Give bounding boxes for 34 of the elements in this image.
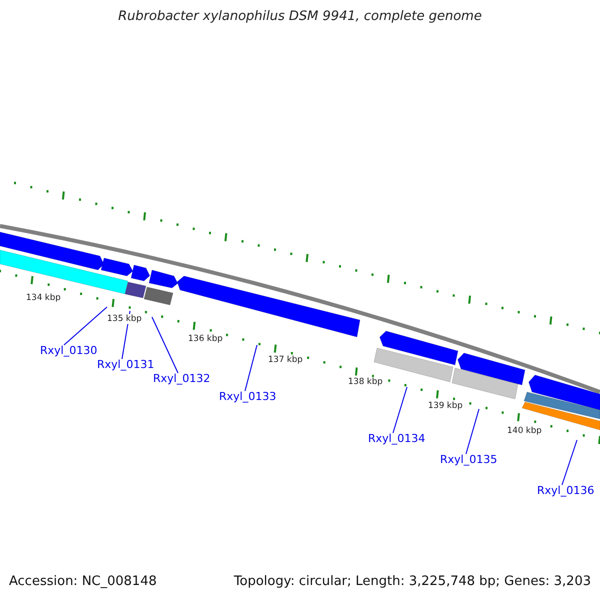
gene-feature <box>130 264 150 282</box>
scale-label: 134 kbp <box>26 293 61 303</box>
leader-line <box>562 440 578 486</box>
gene-feature <box>0 232 104 270</box>
leader-line <box>392 386 408 434</box>
leader-line <box>152 316 178 374</box>
gene-feature <box>148 270 178 288</box>
gene-label: Rxyl_0130 <box>40 344 98 357</box>
scale-label: 138 kbp <box>348 377 383 387</box>
scale-label: 135 kbp <box>107 314 142 324</box>
leader-line <box>244 344 258 392</box>
gene-label: Rxyl_0134 <box>368 432 426 445</box>
gene-label: Rxyl_0136 <box>537 484 594 497</box>
title: Rubrobacter xylanophilus DSM 9941, complete genome <box>117 9 483 24</box>
gene-feature <box>457 352 526 386</box>
scale-label: 140 kbp <box>507 426 542 436</box>
gene-feature <box>100 258 134 276</box>
gene-bar <box>124 282 146 298</box>
gene-label: Rxyl_0133 <box>219 390 276 403</box>
scale-label: 136 kbp <box>188 334 223 344</box>
gene-bar <box>452 368 518 400</box>
genome-stats-text: Topology: circular; Length: 3,225,748 bp; Genes: 3,203 <box>234 574 591 589</box>
gene-bar <box>524 392 600 420</box>
gene-label: Rxyl_0135 <box>440 453 498 466</box>
accession-text: Accession: NC_008148 <box>9 574 157 589</box>
gene-label: Rxyl_0132 <box>153 372 210 385</box>
scale-label: 139 kbp <box>428 401 463 411</box>
scale-label: 137 kbp <box>268 355 303 365</box>
gene-bar <box>144 286 174 306</box>
gene-feature <box>379 330 458 366</box>
gene-bar <box>0 250 128 294</box>
gene-label: Rxyl_0131 <box>97 358 154 371</box>
leader-line <box>64 306 108 346</box>
gene-feature <box>528 374 600 410</box>
